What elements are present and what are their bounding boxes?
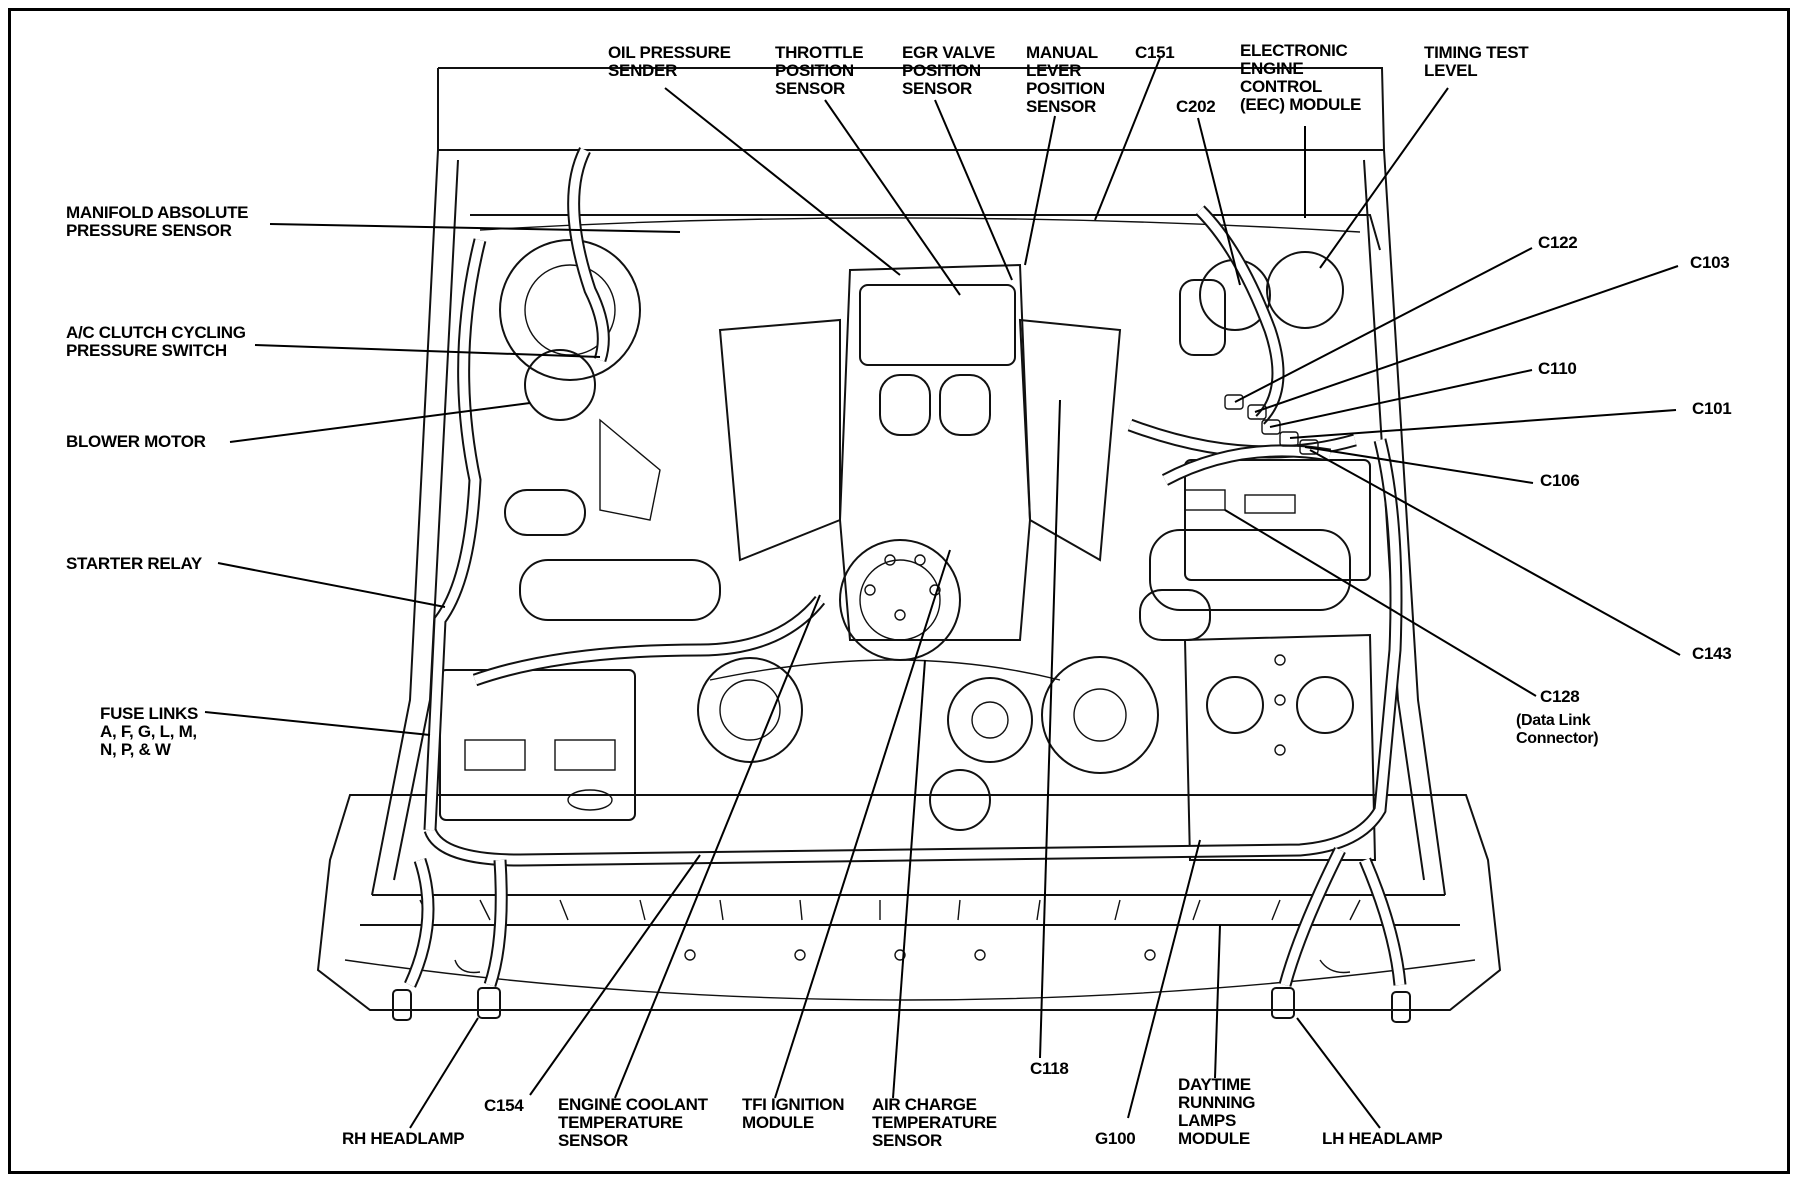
label-eec-module: ELECTRONIC ENGINE CONTROL (EEC) MODULE <box>1240 41 1362 114</box>
label-blower-motor: BLOWER MOTOR <box>66 432 206 451</box>
right-side-components <box>1179 251 1371 581</box>
label-throttle-position-sensor: THROTTLE POSITION SENSOR <box>775 43 864 98</box>
label-drl-module: DAYTIME RUNNING LAMPS MODULE <box>1178 1075 1256 1148</box>
label-c106: C106 <box>1540 471 1580 490</box>
label-egr-valve-position-sensor: EGR VALVE POSITION SENSOR <box>902 43 996 98</box>
front-fender <box>316 794 1502 1011</box>
label-rh-headlamp: RH HEADLAMP <box>342 1129 465 1148</box>
label-c103: C103 <box>1690 253 1730 272</box>
wiring-harness <box>404 147 1407 988</box>
label-c151: C151 <box>1135 43 1175 62</box>
label-lh-headlamp: LH HEADLAMP <box>1322 1129 1443 1148</box>
label-engine-coolant-sensor: ENGINE COOLANT TEMPERATURE SENSOR <box>558 1095 708 1150</box>
label-ac-clutch-switch: A/C CLUTCH CYCLING PRESSURE SWITCH <box>66 323 246 360</box>
bumper-bolts <box>684 949 1156 961</box>
label-c122: C122 <box>1538 233 1578 252</box>
label-c154: C154 <box>484 1096 524 1115</box>
leader-lines <box>204 57 1681 1129</box>
air-intake-tubes <box>504 489 1351 641</box>
grille-slots <box>419 899 1361 921</box>
label-timing-test-level: TIMING TEST LEVEL <box>1424 43 1529 80</box>
connector-cluster <box>1224 394 1319 455</box>
firewall <box>470 214 1381 251</box>
engine <box>718 263 1122 661</box>
label-c118: C118 <box>1030 1059 1069 1078</box>
label-data-link-connector: (Data Link Connector) <box>1516 712 1599 747</box>
label-oil-pressure-sender: OIL PRESSURE SENDER <box>608 43 731 80</box>
diagram-frame <box>8 8 1790 1174</box>
label-c110: C110 <box>1538 359 1577 378</box>
label-c202: C202 <box>1176 97 1216 116</box>
label-starter-relay: STARTER RELAY <box>66 554 202 573</box>
label-fuse-links: FUSE LINKS A, F, G, L, M, N, P, & W <box>100 704 199 759</box>
hood-outline <box>371 67 1446 896</box>
blower-motor-housing <box>499 239 661 521</box>
air-cleaner <box>1183 633 1377 861</box>
label-tfi-ignition-module: TFI IGNITION MODULE <box>742 1095 845 1132</box>
label-air-charge-sensor: AIR CHARGE TEMPERATURE SENSOR <box>872 1095 997 1150</box>
label-c128: C128 <box>1540 687 1580 706</box>
pulleys <box>697 656 1159 831</box>
label-c143: C143 <box>1692 644 1732 663</box>
headlamp-connectors <box>392 987 1411 1023</box>
label-c101: C101 <box>1692 399 1732 418</box>
label-g100: G100 <box>1095 1129 1136 1148</box>
label-map-sensor: MANIFOLD ABSOLUTE PRESSURE SENSOR <box>66 203 249 240</box>
label-manual-lever-position-sensor: MANUAL LEVER POSITION SENSOR <box>1026 43 1105 116</box>
battery <box>439 669 636 821</box>
